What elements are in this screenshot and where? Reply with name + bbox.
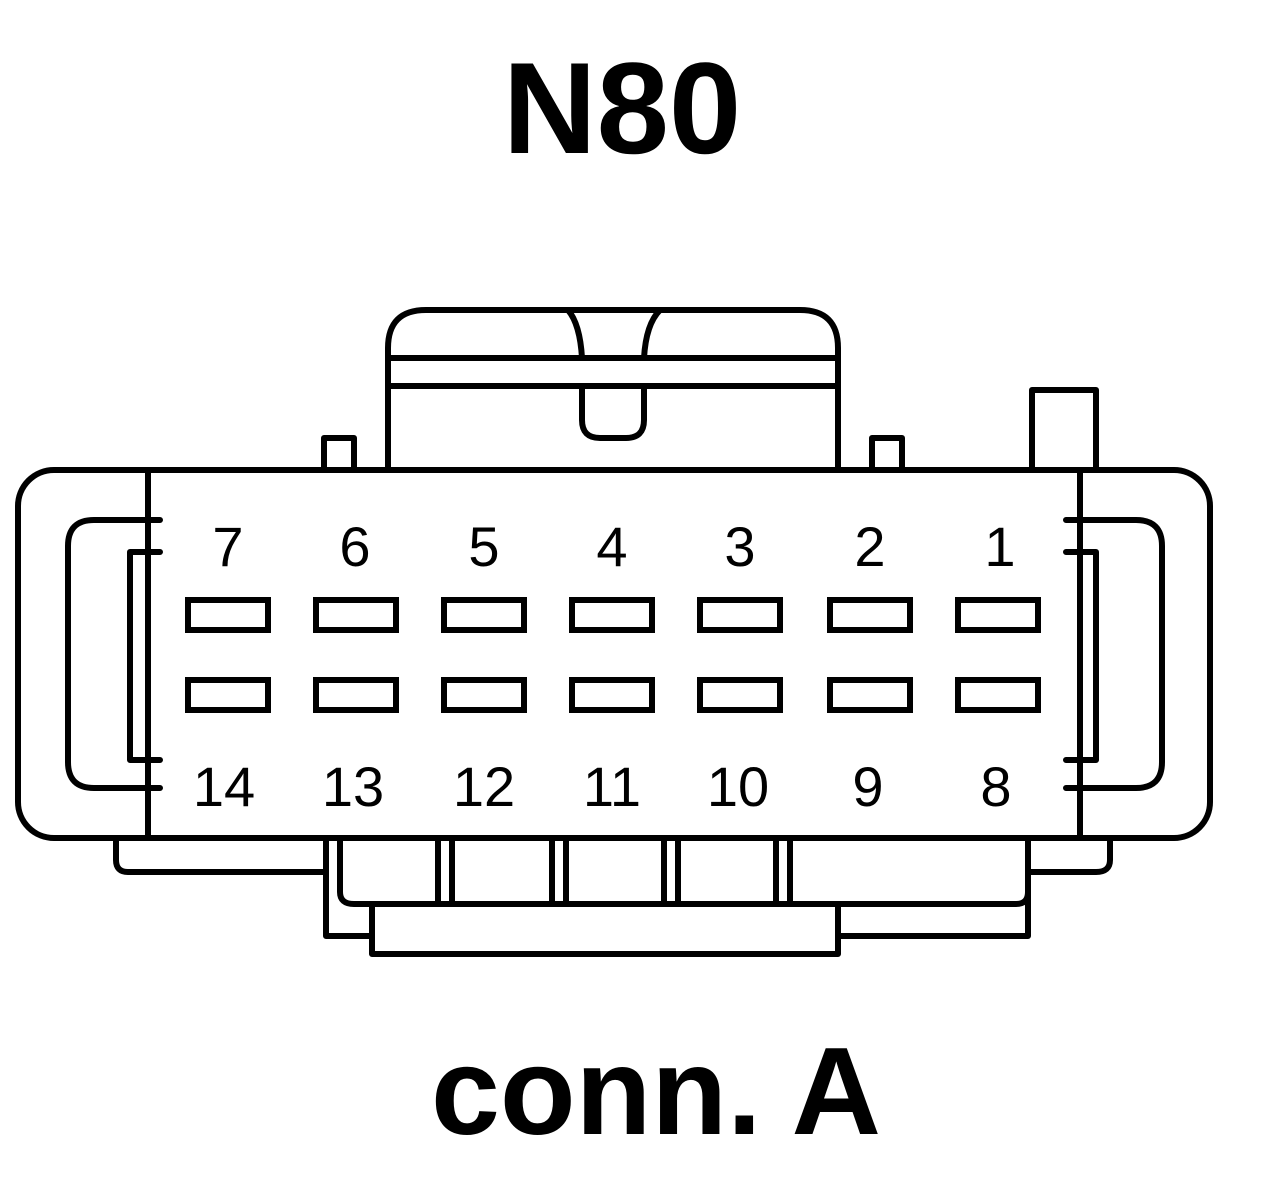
connector-title: N80 [503, 35, 741, 181]
pin-cavity [313, 597, 399, 633]
pin-row-top: 7 6 5 4 3 2 1 [185, 515, 1041, 633]
pin-label: 10 [707, 755, 769, 818]
pin-label: 5 [468, 515, 499, 578]
pin-cavity [441, 597, 527, 633]
pin-label: 6 [339, 515, 370, 578]
pin-cavity [185, 677, 271, 713]
pin-cavity [313, 677, 399, 713]
pin-label: 7 [212, 515, 243, 578]
pin-cavity [827, 597, 913, 633]
pin-label: 12 [453, 755, 515, 818]
pin-label: 11 [583, 755, 641, 818]
pin-label: 3 [724, 515, 755, 578]
pin-cavity [827, 677, 913, 713]
pin-cavity [955, 597, 1041, 633]
pin-label: 4 [596, 515, 627, 578]
connector-housing [15, 307, 1213, 957]
pin-cavity [697, 677, 783, 713]
pin-cavity [955, 677, 1041, 713]
pin-cavity [441, 677, 527, 713]
pin-cavity [697, 597, 783, 633]
connector-caption: conn. A [431, 1023, 881, 1161]
pin-cavity [185, 597, 271, 633]
pin-label: 8 [980, 755, 1011, 818]
pin-label: 1 [984, 515, 1015, 578]
pin-cavity [569, 677, 655, 713]
pin-cavity [569, 597, 655, 633]
pin-row-bottom: 14 13 12 11 10 9 8 [185, 677, 1041, 818]
pin-label: 9 [852, 755, 883, 818]
pin-label: 14 [193, 755, 255, 818]
pin-label: 13 [322, 755, 384, 818]
pin-label: 2 [854, 515, 885, 578]
